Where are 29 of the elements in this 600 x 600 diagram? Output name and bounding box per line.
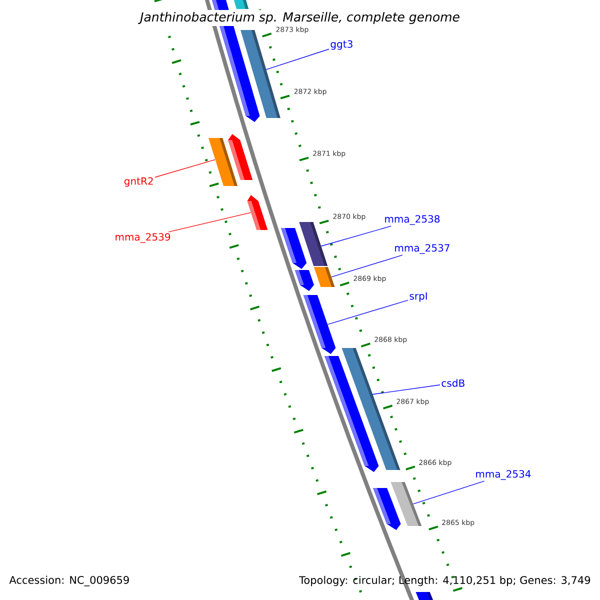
gene-feature bbox=[281, 228, 307, 269]
gene-feature bbox=[233, 0, 248, 9]
gene-label: mma_2539 bbox=[116, 233, 170, 243]
gene-feature bbox=[416, 592, 436, 600]
leader-line bbox=[320, 226, 392, 246]
gene-label: mma_2537 bbox=[395, 244, 450, 254]
gene-label: mma_2534 bbox=[476, 470, 531, 480]
footer-text: Topology: circular; Length: 4,110,251 bp; Genes: 3,749 bbox=[299, 576, 590, 586]
leader-line bbox=[266, 48, 330, 70]
gene-feature bbox=[208, 138, 238, 186]
gene-feature bbox=[324, 356, 379, 472]
leader-line bbox=[412, 480, 485, 504]
footer-text: Accession: NC_009659 bbox=[9, 576, 129, 586]
leader-line bbox=[327, 300, 408, 325]
gene-feature bbox=[314, 267, 335, 287]
gene-label: csdB bbox=[442, 379, 464, 387]
gene-feature bbox=[240, 30, 280, 118]
gene-feature bbox=[294, 270, 314, 291]
gene-label: ggt3 bbox=[330, 40, 352, 50]
leader-line bbox=[372, 384, 440, 395]
title: Janthinobacterium sp. Marseille, complete genome bbox=[138, 10, 462, 26]
gene-feature bbox=[247, 195, 268, 230]
gene-label: mma_2538 bbox=[385, 215, 440, 225]
leader-line bbox=[168, 212, 252, 232]
gene-label: srpI bbox=[410, 292, 427, 302]
leader-line bbox=[331, 254, 403, 278]
gene-label: gntR2 bbox=[124, 177, 153, 187]
gene-feature bbox=[303, 295, 336, 354]
gene-feature bbox=[373, 488, 401, 530]
